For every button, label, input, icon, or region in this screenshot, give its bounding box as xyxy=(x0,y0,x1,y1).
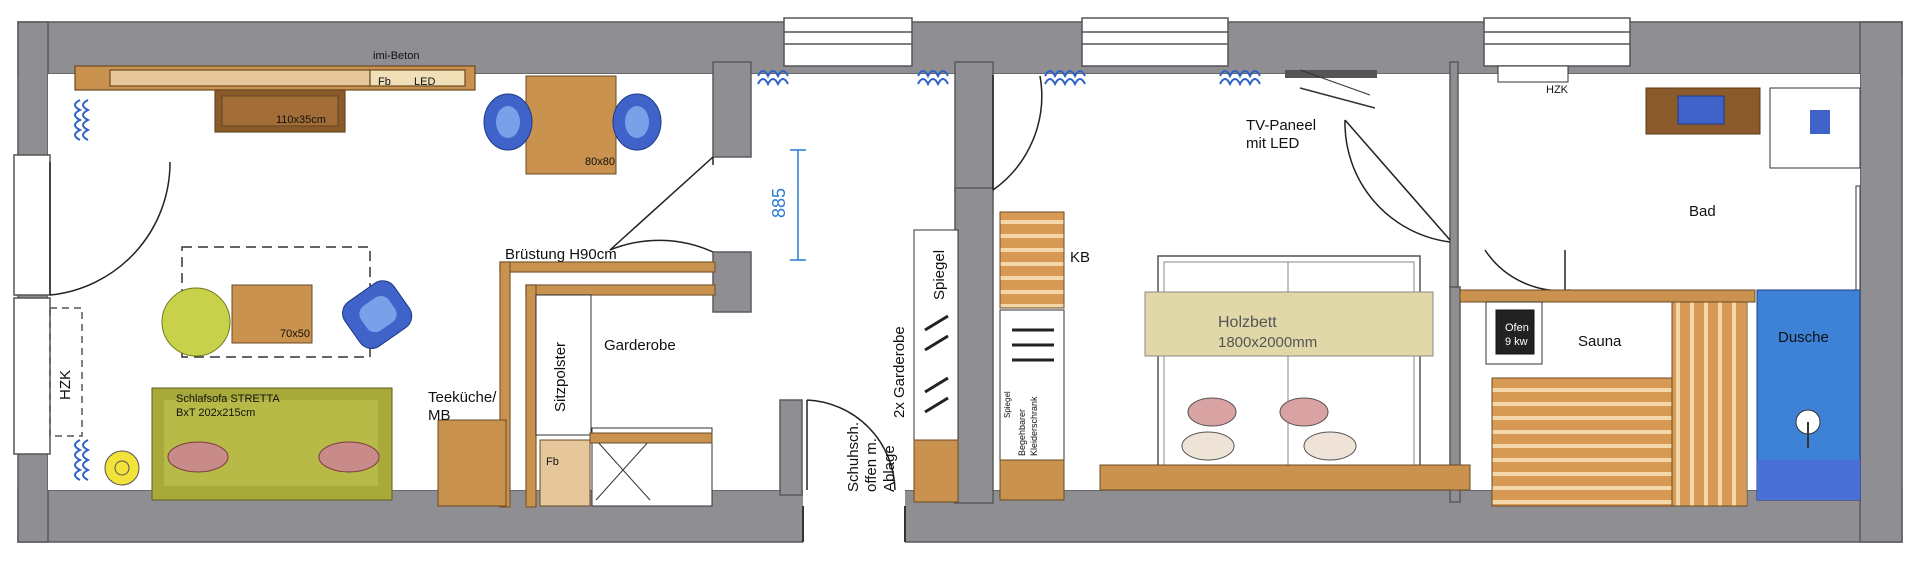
top-windows xyxy=(783,17,1631,67)
garderobe-label: Garderobe xyxy=(604,337,676,354)
imi-beton-label: imi-Beton xyxy=(373,50,420,62)
schuhschrank-line2: offen m. xyxy=(863,438,880,492)
radiators xyxy=(74,70,1261,481)
schuhschrank-line3: Ablage xyxy=(881,445,898,492)
kb-label: KB xyxy=(1070,249,1091,266)
table-70-label: 70x50 xyxy=(280,328,310,340)
bruestung-label: Brüstung H90cm xyxy=(505,246,617,263)
sofa-label-line2: BxT 202x215cm xyxy=(176,407,256,419)
tv-paneel-line2: mit LED xyxy=(1246,135,1300,152)
entrance-gap xyxy=(803,486,905,546)
ofen-line2: 9 kw xyxy=(1505,336,1528,348)
ofen-line1: Ofen xyxy=(1505,322,1529,334)
kleiderschrank-line1: Begehbarer xyxy=(1017,408,1027,456)
sauna xyxy=(1459,289,1756,507)
mb-label: MB xyxy=(428,407,451,424)
kitchenette xyxy=(437,294,713,507)
dining-set xyxy=(483,75,662,175)
bed xyxy=(1099,255,1471,491)
bathroom xyxy=(1497,65,1861,313)
schuhschrank-line1: Schuhsch. xyxy=(845,421,862,492)
fb-kitchen-label: Fb xyxy=(546,456,559,468)
sitzpolster-label: Sitzpolster xyxy=(552,341,569,412)
dimension-885-label: 885 xyxy=(769,187,789,218)
teekueche-label: Teeküche/ xyxy=(428,389,497,406)
hzk-right-label: HZK xyxy=(1546,84,1568,96)
dimension-885 xyxy=(790,149,806,261)
sauna-label: Sauna xyxy=(1578,333,1622,350)
fb-top-label: Fb xyxy=(378,76,391,88)
shower xyxy=(1756,289,1861,501)
walk-in-closet xyxy=(999,211,1065,501)
tv-paneel-line1: TV-Paneel xyxy=(1246,117,1317,134)
tv-panel xyxy=(1285,69,1377,109)
bad-label: Bad xyxy=(1689,203,1716,220)
led-label: LED xyxy=(414,76,436,88)
table-80-label: 80x80 xyxy=(585,156,615,168)
bruestung-wall xyxy=(499,261,716,508)
sofa-label-line1: Schlafsofa STRETTA xyxy=(176,393,280,405)
living-area xyxy=(161,246,413,358)
spiegel-label: Spiegel xyxy=(931,249,948,300)
entrance-marks xyxy=(802,506,906,542)
garderobe-2x-label: 2x Garderobe xyxy=(891,326,908,418)
kleiderschrank-line2: Kleiderschrank xyxy=(1029,396,1039,456)
hzk-left-label: HZK xyxy=(57,370,74,400)
floor-lamp xyxy=(104,450,140,486)
tv-size-label: 110x35cm xyxy=(276,114,326,126)
wardrobe-column xyxy=(913,229,959,503)
holzbett-line1: Holzbett xyxy=(1218,314,1277,331)
tv-shelf xyxy=(74,65,476,133)
interior-walls xyxy=(712,61,1461,504)
sofa xyxy=(151,387,393,501)
left-window xyxy=(13,154,83,455)
dusche-label: Dusche xyxy=(1778,329,1829,346)
holzbett-line2: 1800x2000mm xyxy=(1218,334,1318,351)
door-swings xyxy=(49,75,1571,491)
spiegel-small-label: Spiegel xyxy=(1003,391,1012,418)
